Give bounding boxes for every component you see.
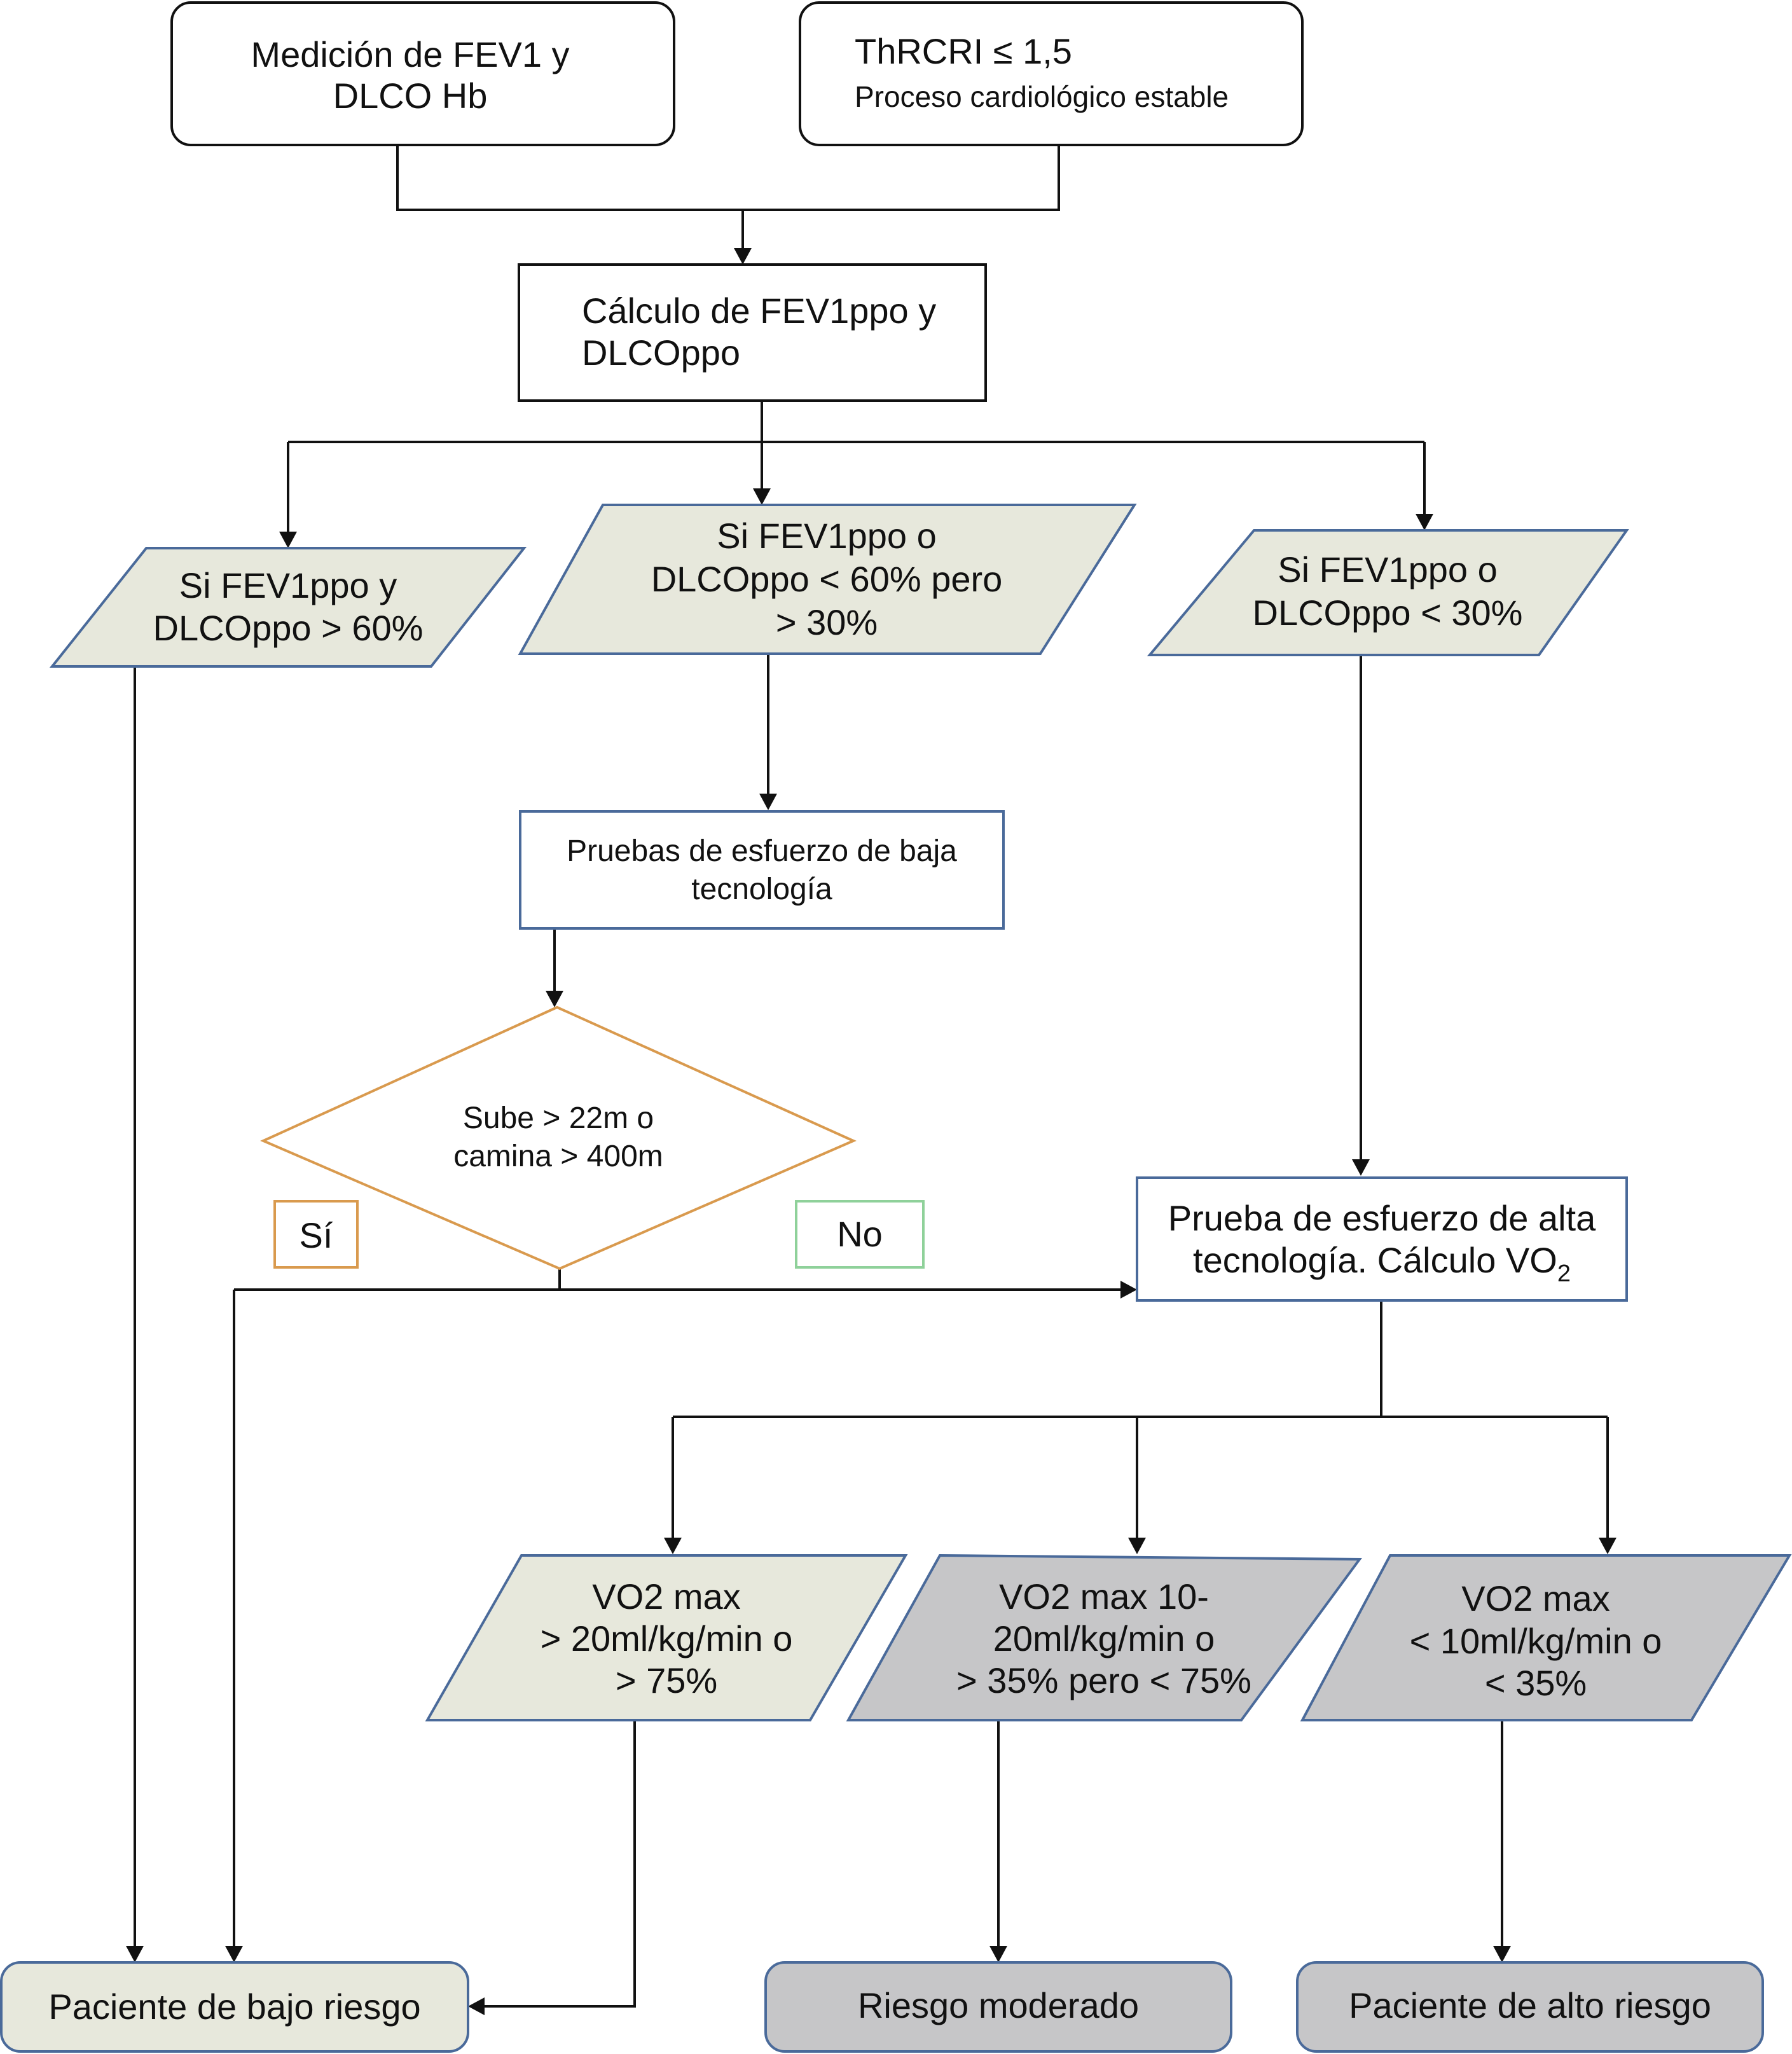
box-fev1-dlco-measurement: Medición de FEV1 y DLCO Hb bbox=[170, 1, 675, 146]
box-thrcri: ThRCRI ≤ 1,5 Proceso cardiológico establ… bbox=[799, 1, 1304, 146]
branch-lt30-line-1: Si FEV1ppo o bbox=[1278, 549, 1498, 589]
connector-vo2-gt20-to-low bbox=[483, 1720, 636, 2008]
vo2-10-20: VO2 max 10- 20ml/kg/min o > 35% pero < 7… bbox=[846, 1554, 1362, 1721]
arrow-to-high-risk bbox=[1493, 1946, 1511, 1962]
thrcri-line-2: Proceso cardiológico estable bbox=[855, 80, 1229, 113]
arrow-to-low-risk-2 bbox=[225, 1946, 243, 1962]
outcome-low-shape bbox=[0, 1961, 469, 2053]
arrow-to-vo2-gt20 bbox=[664, 1538, 682, 1554]
label-no-box bbox=[795, 1200, 925, 1269]
label-no: No bbox=[795, 1200, 925, 1269]
box-high-tech-shape bbox=[1136, 1176, 1628, 1302]
arrow-to-moderate bbox=[989, 1946, 1007, 1962]
branch-30-60-line-3: > 30% bbox=[776, 602, 878, 642]
label-yes: Sí bbox=[273, 1200, 359, 1269]
arrow-to-vo2-10-20 bbox=[1128, 1538, 1146, 1554]
outcome-low-text: Paciente de bajo riesgo bbox=[48, 1987, 420, 2027]
vo2-lt10-shape bbox=[1300, 1554, 1792, 1721]
calc-ppo-line-1: Cálculo de FEV1ppo y bbox=[582, 291, 936, 331]
vo2-gt20-shape bbox=[425, 1554, 908, 1721]
high-tech-line-1: Prueba de esfuerzo de alta bbox=[1168, 1198, 1596, 1238]
high-tech-line-2: tecnología. Cálculo VO2 bbox=[1193, 1240, 1571, 1287]
decision-line-1: Sube > 22m o bbox=[463, 1101, 654, 1135]
high-tech-subscript: 2 bbox=[1557, 1260, 1571, 1287]
branch-gt60-shape bbox=[49, 547, 527, 668]
vo2-10-20-shape bbox=[846, 1554, 1362, 1721]
low-tech-line-2: tecnología bbox=[691, 872, 832, 906]
vo2-lt10-line-2: < 10ml/kg/min o bbox=[1410, 1621, 1662, 1661]
outcome-moderate-text: Riesgo moderado bbox=[858, 1985, 1139, 2025]
branch-gt60-line-1: Si FEV1ppo y bbox=[179, 565, 397, 605]
thrcri-line-1: ThRCRI ≤ 1,5 bbox=[855, 31, 1072, 71]
branch-lt30-line-2: DLCOppo < 30% bbox=[1253, 593, 1523, 633]
vo2-10-20-line-3: > 35% pero < 75% bbox=[956, 1660, 1251, 1700]
branch-gt60-line-2: DLCOppo > 60% bbox=[153, 608, 424, 648]
box-fev1-dlco-shape bbox=[170, 1, 675, 146]
low-tech-line-1: Pruebas de esfuerzo de baja bbox=[567, 834, 957, 868]
vo2-lt10-line-3: < 35% bbox=[1485, 1663, 1587, 1703]
outcome-high-shape bbox=[1296, 1961, 1764, 2053]
fev1-dlco-line-1: Medición de FEV1 y bbox=[251, 34, 569, 74]
branch-30-60-line-2: DLCOppo < 60% pero bbox=[651, 559, 1003, 599]
high-tech-line-2-text: tecnología. Cálculo VO bbox=[1193, 1240, 1557, 1280]
fev1-dlco-line-2: DLCO Hb bbox=[333, 76, 488, 116]
outcome-moderate-shape bbox=[764, 1961, 1232, 2053]
box-high-tech-test: Prueba de esfuerzo de alta tecnología. C… bbox=[1136, 1176, 1628, 1302]
branch-30-60-line-1: Si FEV1ppo o bbox=[717, 516, 937, 556]
branch-lt30-shape bbox=[1147, 529, 1629, 656]
label-yes-text: Sí bbox=[300, 1215, 333, 1255]
arrow-lt30-to-high-tech bbox=[1352, 1159, 1370, 1176]
arrow-to-30-60 bbox=[753, 488, 771, 505]
outcome-high-text: Paciente de alto riesgo bbox=[1349, 1985, 1711, 2025]
branch-fev1-lt30: Si FEV1ppo o DLCOppo < 30% bbox=[1147, 529, 1629, 656]
arrow-to-calc bbox=[734, 248, 752, 265]
vo2-lt10: VO2 max < 10ml/kg/min o < 35% bbox=[1300, 1554, 1792, 1721]
decision-climb-walk: Sube > 22m o camina > 400m bbox=[260, 1005, 857, 1271]
arrow-to-decision bbox=[546, 991, 563, 1007]
label-yes-box bbox=[273, 1200, 359, 1269]
outcome-high-risk: Paciente de alto riesgo bbox=[1296, 1961, 1764, 2053]
branch-fev1-30-60: Si FEV1ppo o DLCOppo < 60% pero > 30% bbox=[518, 504, 1137, 655]
connectors bbox=[126, 145, 1616, 2015]
outcome-moderate-risk: Riesgo moderado bbox=[764, 1961, 1232, 2053]
branch-fev1-gt60: Si FEV1ppo y DLCOppo > 60% bbox=[49, 547, 527, 668]
box-calc-ppo-shape bbox=[518, 263, 987, 402]
decision-shape bbox=[260, 1005, 857, 1271]
arrow-to-gt60 bbox=[279, 532, 297, 548]
vo2-lt10-line-1: VO2 max bbox=[1461, 1578, 1609, 1618]
arrow-to-high-tech bbox=[1120, 1281, 1137, 1299]
calc-ppo-line-2: DLCOppo bbox=[582, 333, 740, 373]
arrow-to-low-risk-3 bbox=[468, 1997, 485, 2015]
vo2-10-20-line-2: 20ml/kg/min o bbox=[993, 1618, 1215, 1658]
vo2-gt20-line-2: > 20ml/kg/min o bbox=[541, 1618, 793, 1658]
outcome-low-risk: Paciente de bajo riesgo bbox=[0, 1961, 469, 2053]
vo2-gt20: VO2 max > 20ml/kg/min o > 75% bbox=[425, 1554, 908, 1721]
arrow-to-low-tech bbox=[759, 794, 777, 810]
box-thrcri-shape bbox=[799, 1, 1304, 146]
vo2-gt20-line-3: > 75% bbox=[616, 1660, 717, 1700]
arrow-to-lt30 bbox=[1416, 514, 1433, 530]
arrow-to-vo2-lt10 bbox=[1599, 1538, 1616, 1554]
arrow-to-low-risk-1 bbox=[126, 1946, 144, 1962]
box-low-tech-test: Pruebas de esfuerzo de baja tecnología bbox=[519, 810, 1005, 930]
branch-30-60-shape bbox=[518, 504, 1137, 655]
merge-connector bbox=[396, 145, 1060, 211]
vo2-10-20-line-1: VO2 max 10- bbox=[999, 1576, 1209, 1616]
box-calc-ppo: Cálculo de FEV1ppo y DLCOppo bbox=[518, 263, 987, 402]
box-low-tech-shape bbox=[519, 810, 1005, 930]
decision-line-2: camina > 400m bbox=[453, 1140, 663, 1173]
label-no-text: No bbox=[837, 1214, 883, 1254]
vo2-gt20-line-1: VO2 max bbox=[592, 1576, 740, 1616]
